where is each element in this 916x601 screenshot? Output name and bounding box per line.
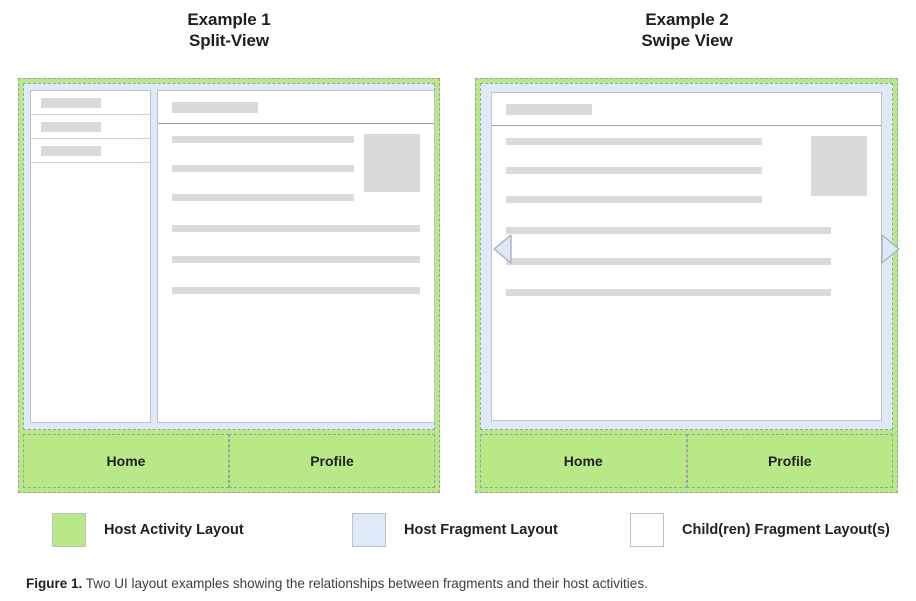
legend-item-child-fragment: Child(ren) Fragment Layout(s) xyxy=(630,513,890,547)
legend-item-host-activity: Host Activity Layout xyxy=(52,513,352,547)
legend-label-host-activity: Host Activity Layout xyxy=(104,522,244,538)
example-1-list-child-fragment[interactable] xyxy=(30,90,151,423)
nav-tab-profile[interactable]: Profile xyxy=(686,434,893,488)
detail-pane-header xyxy=(492,93,881,126)
text-line-placeholder xyxy=(172,256,420,263)
example-2-title: Example 2 Swipe View xyxy=(458,10,916,51)
detail-text-with-thumbnail xyxy=(172,134,420,201)
example-2-host-fragment-layout xyxy=(480,83,900,430)
text-line-placeholder xyxy=(506,138,762,145)
legend-label-child-fragment: Child(ren) Fragment Layout(s) xyxy=(682,522,890,538)
detail-pane-body xyxy=(158,124,434,422)
detail-short-lines xyxy=(506,138,799,203)
text-line-placeholder xyxy=(172,165,354,172)
example-1-title-line1: Example 1 xyxy=(187,10,271,29)
figure-caption-prefix: Figure 1. xyxy=(26,576,83,591)
text-line-placeholder xyxy=(506,289,831,296)
detail-title-placeholder-bar xyxy=(172,101,258,113)
list-item[interactable] xyxy=(31,115,150,139)
example-1-host-fragment-layout xyxy=(23,83,435,430)
figure-caption-text: Two UI layout examples showing the relat… xyxy=(82,576,648,591)
legend-swatch-green xyxy=(52,513,86,547)
examples-row: Home Profile xyxy=(0,78,916,498)
text-line-placeholder xyxy=(506,196,762,203)
detail-title-placeholder-bar xyxy=(506,103,592,115)
example-2-title-line2: Swipe View xyxy=(641,30,733,50)
list-item-placeholder-bar xyxy=(41,97,101,108)
detail-thumbnail-placeholder xyxy=(364,134,420,192)
list-item[interactable] xyxy=(31,139,150,163)
legend-label-host-fragment: Host Fragment Layout xyxy=(404,522,558,538)
text-line-placeholder xyxy=(172,225,420,232)
nav-tab-profile[interactable]: Profile xyxy=(229,434,435,488)
example-1-title: Example 1 Split-View xyxy=(0,10,458,51)
detail-pane-body xyxy=(492,126,881,420)
detail-text-with-thumbnail xyxy=(506,136,867,203)
legend-swatch-blue xyxy=(352,513,386,547)
example-2-title-line1: Example 2 xyxy=(645,10,729,29)
legend: Host Activity Layout Host Fragment Layou… xyxy=(0,513,916,547)
example-1-title-line2: Split-View xyxy=(189,30,269,50)
text-line-placeholder xyxy=(172,287,420,294)
list-item[interactable] xyxy=(31,91,150,115)
nav-tab-home[interactable]: Home xyxy=(23,434,229,488)
figure-caption: Figure 1. Two UI layout examples showing… xyxy=(26,575,896,593)
list-item-placeholder-bar xyxy=(41,121,101,132)
example-2-host-activity-layout: Home Profile xyxy=(475,78,900,493)
example-1-bottom-navigation: Home Profile xyxy=(23,434,435,488)
nav-tab-home[interactable]: Home xyxy=(480,434,687,488)
detail-thumbnail-placeholder xyxy=(811,136,867,196)
example-1-detail-child-fragment[interactable] xyxy=(157,90,435,423)
text-line-placeholder xyxy=(506,167,762,174)
detail-pane-header xyxy=(158,91,434,124)
text-line-placeholder xyxy=(172,194,354,201)
example-2-bottom-navigation: Home Profile xyxy=(480,434,893,488)
text-line-placeholder xyxy=(506,258,831,265)
text-line-placeholder xyxy=(172,136,354,143)
legend-item-host-fragment: Host Fragment Layout xyxy=(352,513,630,547)
text-line-placeholder xyxy=(506,227,831,234)
example-2-swipe-child-fragment[interactable] xyxy=(491,92,882,421)
legend-swatch-white xyxy=(630,513,664,547)
list-item-placeholder-bar xyxy=(41,145,101,156)
detail-short-lines xyxy=(172,136,354,201)
example-1-host-activity-layout: Home Profile xyxy=(18,78,440,493)
example-titles: Example 1 Split-View Example 2 Swipe Vie… xyxy=(0,0,916,51)
